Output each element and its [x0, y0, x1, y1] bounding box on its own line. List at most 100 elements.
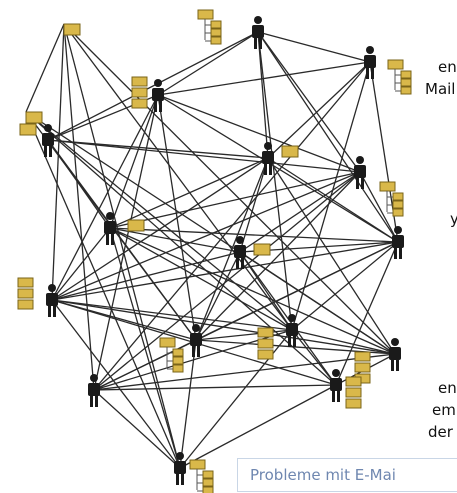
person-leg	[111, 234, 114, 245]
person-head	[176, 452, 184, 460]
document-icon	[131, 76, 148, 87]
document-icon	[25, 111, 43, 124]
connection-line	[157, 31, 259, 96]
person-leg	[337, 391, 340, 402]
document-icon	[253, 243, 271, 256]
connection-line	[157, 94, 361, 173]
person-leg	[197, 346, 200, 357]
person-head	[288, 314, 296, 322]
network-node	[63, 23, 81, 36]
person-leg	[269, 164, 272, 175]
document-icon	[379, 181, 396, 192]
cutoff-text-fragment: der	[428, 423, 453, 441]
connection-line	[195, 251, 241, 341]
person-head	[90, 374, 98, 382]
caption-link[interactable]: Probleme mit E-Mai	[237, 458, 457, 492]
person-body	[262, 151, 274, 164]
person-leg	[241, 258, 244, 269]
connection-line	[109, 171, 361, 229]
document-icon	[354, 362, 371, 373]
document-icon	[189, 459, 206, 470]
person-leg	[259, 38, 262, 49]
icon-layer	[17, 9, 412, 493]
document-icon	[392, 200, 404, 209]
person-head	[254, 16, 262, 24]
person-body	[364, 55, 376, 68]
connection-line	[63, 23, 293, 331]
connection-line	[109, 157, 269, 229]
person-head	[366, 46, 374, 54]
person-head	[394, 226, 402, 234]
person-head	[332, 369, 340, 377]
person-leg	[361, 178, 364, 189]
document-icon	[197, 9, 214, 20]
person-body	[104, 221, 116, 234]
document-icon	[17, 277, 34, 288]
network-node	[330, 369, 362, 409]
document-icon	[202, 470, 214, 479]
edge-layer	[25, 23, 399, 469]
document-icon	[345, 387, 362, 398]
connection-line	[51, 241, 399, 301]
person-leg	[399, 248, 402, 259]
document-icon	[345, 398, 362, 409]
connection-line	[51, 157, 269, 301]
person-body	[330, 378, 342, 391]
person-leg	[106, 234, 109, 245]
document-icon	[127, 219, 145, 232]
document-icon	[257, 327, 274, 338]
document-icon	[392, 192, 404, 201]
person-body	[174, 461, 186, 474]
person-head	[106, 212, 114, 220]
connection-line	[25, 111, 396, 355]
connection-line	[179, 384, 337, 469]
connection-line	[47, 31, 259, 141]
person-leg	[53, 306, 56, 317]
document-icon	[159, 337, 176, 348]
network-node	[104, 212, 145, 245]
document-icon	[257, 349, 274, 360]
network-node	[257, 314, 298, 360]
connection-line	[335, 241, 399, 386]
network-node	[392, 226, 404, 259]
person-leg	[366, 68, 369, 79]
person-body	[286, 323, 298, 336]
connection-line	[63, 23, 396, 355]
document-icon	[400, 78, 412, 87]
cutoff-text-fragment: en	[438, 58, 457, 76]
cutoff-text-fragment: em	[432, 401, 456, 419]
connection-line	[109, 227, 241, 253]
connection-line	[51, 171, 361, 301]
person-head	[154, 79, 162, 87]
connection-line	[93, 384, 337, 391]
person-leg	[48, 306, 51, 317]
person-body	[46, 293, 58, 306]
document-icon	[210, 20, 222, 29]
document-icon	[210, 28, 222, 37]
person-body	[234, 245, 246, 258]
person-head	[236, 236, 244, 244]
connection-line	[51, 94, 159, 301]
document-icon	[131, 98, 148, 109]
document-icon	[172, 364, 184, 373]
network-node	[354, 338, 401, 384]
network-node	[88, 374, 100, 407]
connection-line	[51, 227, 111, 301]
network-node	[159, 324, 202, 373]
person-head	[44, 124, 52, 132]
document-icon	[281, 145, 299, 158]
person-leg	[236, 258, 239, 269]
document-icon	[345, 376, 362, 387]
person-body	[88, 383, 100, 396]
connection-line	[195, 171, 361, 341]
person-body	[152, 88, 164, 101]
person-leg	[159, 101, 162, 112]
document-icon	[400, 70, 412, 79]
person-leg	[176, 474, 179, 485]
connection-line	[257, 31, 293, 331]
document-icon	[387, 59, 404, 70]
cutoff-text-fragment: y	[450, 210, 457, 228]
document-icon	[17, 299, 34, 310]
person-head	[192, 324, 200, 332]
